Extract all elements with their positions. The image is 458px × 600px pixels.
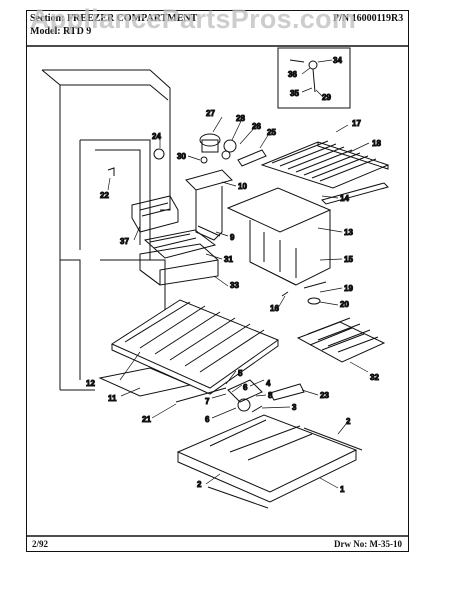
callout-6-upper: 6	[243, 383, 248, 392]
part-number: P/N 16000119R3	[333, 13, 404, 24]
fastener-parts	[281, 281, 327, 305]
callout-17: 17	[352, 119, 361, 128]
callout-16: 16	[270, 304, 279, 313]
callout-8: 8	[268, 391, 273, 400]
callout-35: 35	[290, 89, 299, 98]
callout-34: 34	[333, 56, 342, 65]
callout-26: 26	[252, 122, 261, 131]
leader-lines	[107, 59, 370, 489]
callout-18: 18	[372, 139, 381, 148]
drawing-frame	[26, 10, 409, 552]
watermark: AppliancePartsPros.com	[30, 4, 357, 34]
ice-bin-assembly	[131, 195, 219, 286]
callout-32: 32	[370, 373, 379, 382]
callout-20: 20	[340, 300, 349, 309]
callout-28: 28	[236, 114, 245, 123]
callout-29: 29	[322, 93, 331, 102]
callout-13: 13	[344, 228, 353, 237]
duct-assembly	[185, 169, 233, 241]
thermostat	[107, 148, 165, 176]
section-header: Section: FREEZER COMPARTMENT	[30, 13, 197, 24]
crisper-tray	[98, 367, 192, 397]
inset-detail	[277, 47, 351, 109]
fan-motor-parts	[199, 133, 267, 167]
glass-shelf	[110, 299, 280, 395]
callout-31: 31	[224, 255, 233, 264]
callout-23: 23	[320, 391, 329, 400]
model-header: Model: RTD 9	[30, 26, 91, 37]
footer-date: 2/92	[32, 539, 49, 549]
evaporator-cover	[226, 187, 332, 286]
callout-25: 25	[267, 128, 276, 137]
callout-33: 33	[230, 281, 239, 290]
callout-27: 27	[206, 109, 215, 118]
shelf-rail	[321, 182, 389, 205]
section-label: Section:	[30, 13, 65, 24]
callout-21: 21	[142, 415, 151, 424]
callout-36: 36	[288, 70, 297, 79]
callout-5: 5	[238, 369, 243, 378]
callout-37: 37	[120, 237, 129, 246]
hinge-assembly	[175, 379, 305, 413]
section-value: FREEZER COMPARTMENT	[66, 13, 198, 24]
callout-30: 30	[177, 152, 186, 161]
base-pan	[176, 414, 363, 509]
callout-6-lower: 6	[205, 415, 210, 424]
cabinet-outline	[41, 69, 171, 391]
callout-1: 1	[340, 485, 345, 494]
callout-10: 10	[238, 182, 247, 191]
wire-rack	[296, 317, 386, 363]
callout-2-right: 2	[346, 417, 351, 426]
callout-15: 15	[344, 255, 353, 264]
callout-3: 3	[292, 403, 297, 412]
callout-12: 12	[86, 379, 95, 388]
callout-11: 11	[108, 394, 117, 403]
callout-14: 14	[340, 194, 349, 203]
model-value: RTD 9	[63, 26, 92, 37]
wire-shelf	[260, 140, 390, 189]
footer-drawing-number: Drw No: M-35-10	[334, 539, 402, 549]
callout-9: 9	[230, 233, 235, 242]
callout-4: 4	[266, 379, 271, 388]
callout-2-left: 2	[197, 480, 202, 489]
callout-labels: 34 36 35 29 17 18 14 13 15 19 20 16 32 2…	[86, 56, 382, 495]
callout-19: 19	[344, 284, 353, 293]
callout-22: 22	[100, 191, 109, 200]
callout-24: 24	[152, 132, 161, 141]
model-label: Model:	[30, 26, 61, 37]
callout-7: 7	[205, 397, 210, 406]
